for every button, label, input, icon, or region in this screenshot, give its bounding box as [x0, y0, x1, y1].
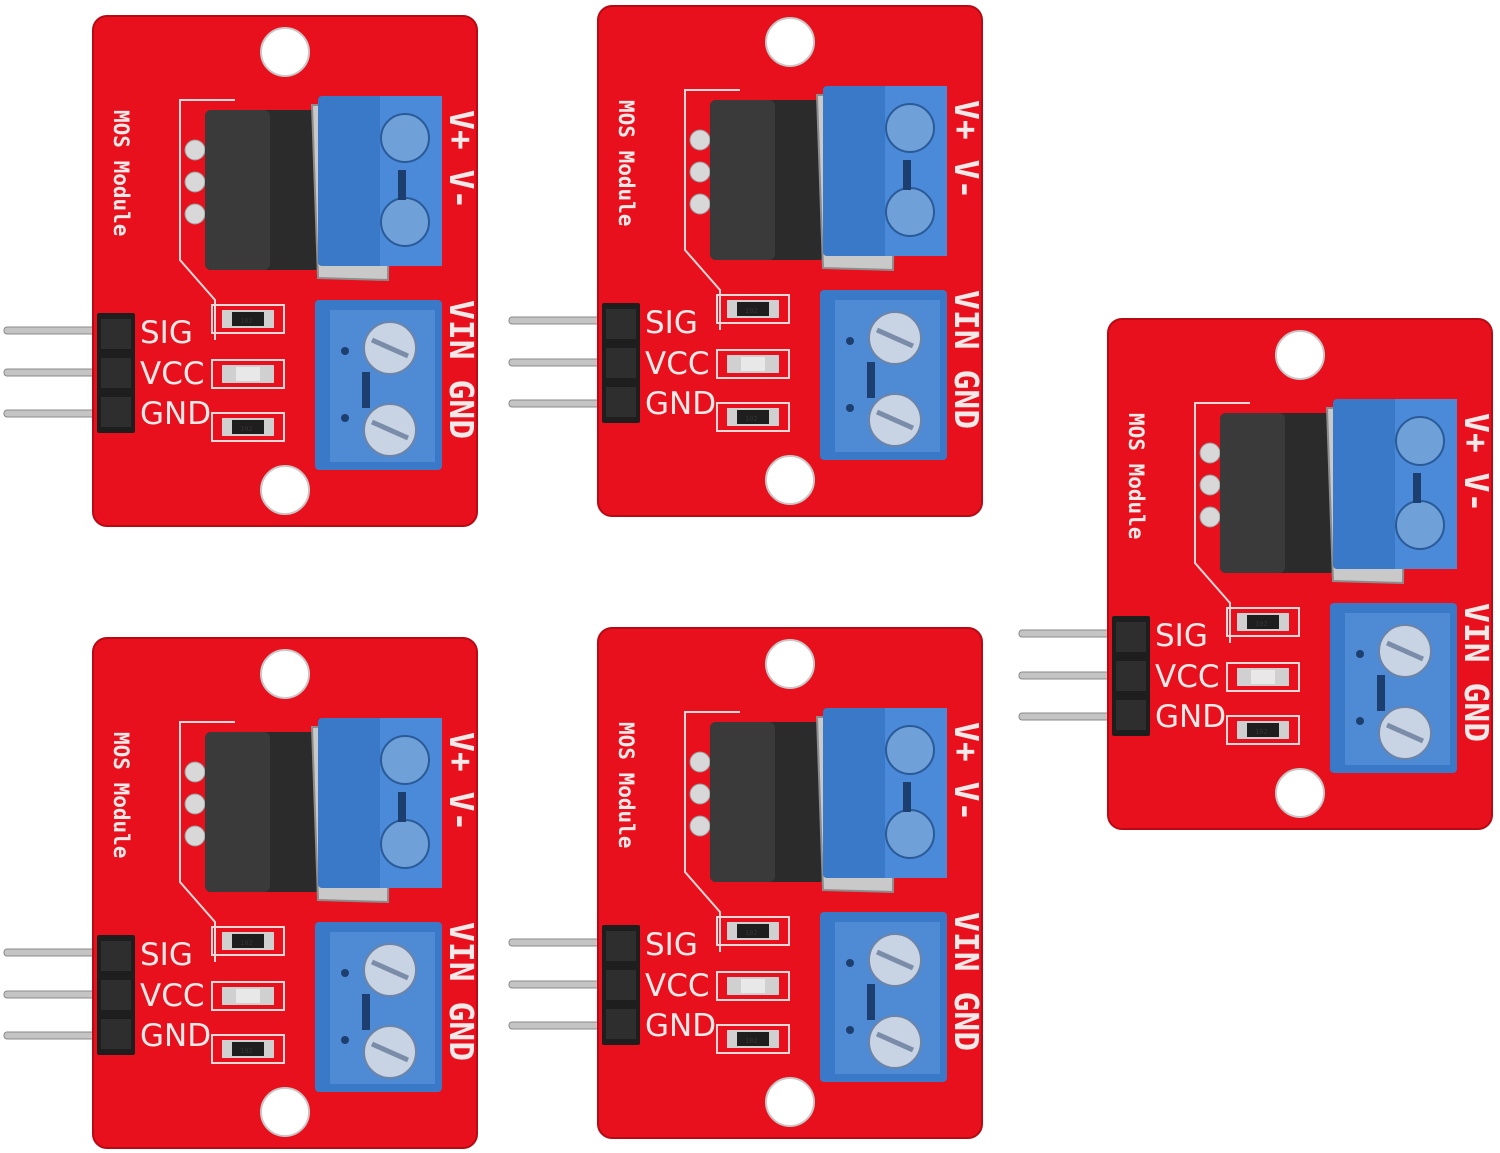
mos-module-2: 102 102 SIG VCC GND MOS Module V+ V- VIN…	[505, 0, 1005, 520]
mounting-hole	[765, 455, 815, 505]
resistor-code: 102	[745, 929, 758, 937]
header-pins	[1018, 629, 1120, 721]
smd-resistors: 102 102	[716, 294, 790, 432]
header-pins	[508, 316, 610, 408]
input-label: VIN GND	[1457, 603, 1496, 742]
input-label: VIN GND	[947, 912, 986, 1051]
input-label: VIN GND	[947, 290, 986, 429]
module-label: MOS Module	[614, 722, 638, 848]
mounting-hole	[260, 1087, 310, 1137]
header-pins	[508, 938, 610, 1030]
pin-label-gnd: GND	[645, 1008, 716, 1044]
input-terminal-block	[315, 922, 442, 1092]
mounting-hole	[1275, 768, 1325, 818]
output-terminal-block	[318, 718, 442, 888]
output-terminal-block	[1333, 399, 1457, 569]
pin-label-gnd: GND	[645, 386, 716, 422]
resistor-code: 102	[240, 939, 253, 947]
mounting-hole	[260, 27, 310, 77]
resistor-code: 102	[1255, 728, 1268, 736]
module-label: MOS Module	[1124, 413, 1148, 539]
resistor-code: 102	[240, 317, 253, 325]
pin-label-sig: SIG	[645, 305, 698, 341]
input-terminal-block	[1330, 603, 1457, 773]
resistor-code: 102	[240, 1047, 253, 1055]
module-label: MOS Module	[614, 100, 638, 226]
resistor-code: 102	[745, 307, 758, 315]
output-label: V+ V-	[947, 722, 986, 821]
pin-label-gnd: GND	[140, 1018, 211, 1054]
input-terminal-block	[820, 912, 947, 1082]
mos-module-1: 102 102 SIG VCC GND MOS Module V+ V- VIN…	[0, 10, 500, 530]
module-label: MOS Module	[109, 732, 133, 858]
input-terminal-block	[315, 300, 442, 470]
smd-resistors: 102 102	[211, 304, 285, 442]
output-label: V+ V-	[947, 100, 986, 199]
mounting-hole	[765, 639, 815, 689]
input-label: VIN GND	[442, 922, 481, 1061]
pin-label-vcc: VCC	[645, 346, 710, 382]
output-terminal-block	[823, 708, 947, 878]
pin-label-vcc: VCC	[140, 978, 205, 1014]
pin-label-vcc: VCC	[140, 356, 205, 392]
resistor-code: 102	[240, 425, 253, 433]
output-label: V+ V-	[442, 732, 481, 831]
output-terminal-block	[318, 96, 442, 266]
input-terminal-block	[820, 290, 947, 460]
mos-module-3: 102 102 SIG VCC GND MOS Module V+ V- VIN…	[1015, 313, 1500, 833]
output-terminal-block	[823, 86, 947, 256]
pin-label-sig: SIG	[645, 927, 698, 963]
output-label: V+ V-	[442, 110, 481, 209]
module-label: MOS Module	[109, 110, 133, 236]
smd-resistors: 102 102	[1226, 607, 1300, 745]
pin-label-vcc: VCC	[1155, 659, 1220, 695]
resistor-code: 102	[745, 415, 758, 423]
header-pins	[3, 326, 105, 418]
pin-label-sig: SIG	[140, 315, 193, 351]
mounting-hole	[260, 649, 310, 699]
pin-label-sig: SIG	[1155, 618, 1208, 654]
pin-label-vcc: VCC	[645, 968, 710, 1004]
pin-label-gnd: GND	[140, 396, 211, 432]
mounting-hole	[260, 465, 310, 515]
mos-module-5: 102 102 SIG VCC GND MOS Module V+ V- VIN…	[505, 622, 1005, 1142]
resistor-code: 102	[745, 1037, 758, 1045]
header-pins	[3, 948, 105, 1040]
smd-resistors: 102 102	[716, 916, 790, 1054]
mounting-hole	[1275, 330, 1325, 380]
resistor-code: 102	[1255, 620, 1268, 628]
mos-module-4: 102 102 SIG VCC GND MOS Module V+ V- VIN…	[0, 632, 500, 1152]
output-label: V+ V-	[1457, 413, 1496, 512]
smd-resistors: 102 102	[211, 926, 285, 1064]
pin-label-gnd: GND	[1155, 699, 1226, 735]
input-label: VIN GND	[442, 300, 481, 439]
mounting-hole	[765, 1077, 815, 1127]
mounting-hole	[765, 17, 815, 67]
pin-label-sig: SIG	[140, 937, 193, 973]
